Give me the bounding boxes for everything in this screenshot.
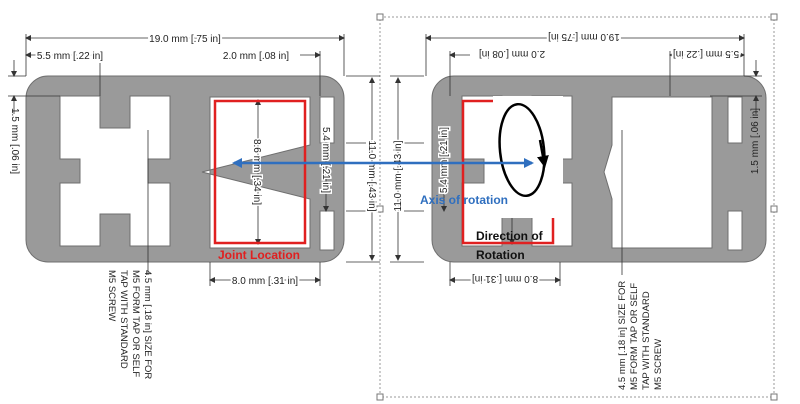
dim-height-1-5-left: 1.5 mm [.06 in]	[9, 108, 20, 174]
tap-note-right-line3: TAP WITH STANDARD	[641, 291, 652, 390]
dim-height-11-right: 11.0 mm [.43 in]	[393, 140, 404, 211]
tap-note-left: 4.5 mm [.18 in] SIZE FOR M5 FORM TAP OR …	[106, 270, 153, 379]
tap-note-right-line4: M5 SCREW	[653, 339, 664, 390]
dim-width-19-left: 19.0 mm [.75 in]	[149, 34, 221, 45]
joint-location-box-left	[213, 99, 307, 245]
dim-width-2-0-left: 2.0 mm [.08 in]	[223, 51, 289, 62]
direction-of-rotation-label-line2: Rotation	[476, 248, 525, 262]
dim-width-5-5-right: 5.5 mm [.22 in]	[673, 48, 739, 59]
tap-note-right-line2: M5 FORM TAP OR SELF	[629, 283, 640, 390]
dim-height-8-6-left: 8.6 mm [.34 in]	[251, 139, 262, 205]
tap-note-left-line3: TAP WITH STANDARD	[118, 270, 129, 369]
left-dimension-lines	[8, 34, 380, 286]
dim-width-8-0-right: 8.0 mm [.31 in]	[472, 273, 538, 284]
dim-height-11-left: 11.0 mm [.43 in]	[366, 141, 377, 212]
tap-note-right-line1: 4.5 mm [.18 in] SIZE FOR	[617, 281, 628, 390]
tap-note-left-line4: M5 SCREW	[106, 270, 117, 321]
dim-width-5-5-left: 5.5 mm [.22 in]	[37, 51, 103, 62]
axis-of-rotation-label: Axis of rotation	[420, 193, 508, 207]
joint-location-label: Joint Location	[218, 248, 300, 262]
tap-note-left-line2: M5 FORM TAP OR SELF	[130, 270, 141, 377]
rotation-arrow	[498, 102, 549, 198]
resize-handle-br[interactable]	[770, 393, 778, 401]
dim-height-5-4-right: 5.4 mm [.21 in]	[439, 127, 450, 193]
dim-height-1-5-right: 1.5 mm [.06 in]	[750, 108, 761, 174]
direction-of-rotation-label-line1: Direction of	[476, 229, 544, 243]
selection-frame	[376, 13, 778, 401]
tap-note-right: 4.5 mm [.18 in] SIZE FOR M5 FORM TAP OR …	[617, 281, 664, 390]
resize-handle-tl[interactable]	[376, 13, 384, 21]
tap-note-left-line1: 4.5 mm [.18 in] SIZE FOR	[142, 270, 153, 379]
dim-width-2-0-right: 2.0 mm [.08 in]	[479, 48, 545, 59]
resize-handle-mr[interactable]	[770, 205, 778, 213]
resize-handle-tr[interactable]	[770, 13, 778, 21]
resize-handle-ml[interactable]	[376, 205, 384, 213]
dim-height-5-4-left: 5.4 mm [.21 in]	[320, 127, 331, 193]
left-profile	[25, 75, 345, 263]
dim-width-8-0-left: 8.0 mm [.31 in]	[232, 276, 298, 287]
resize-handle-bl[interactable]	[376, 393, 384, 401]
left-profile-body	[25, 75, 345, 263]
dim-width-19-right: 19.0 mm [.75 in]	[548, 31, 620, 42]
